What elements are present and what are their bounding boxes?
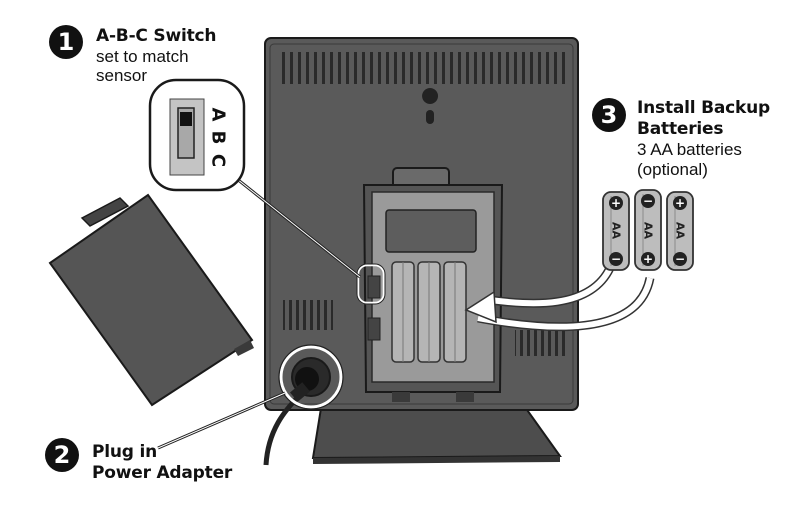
battery-1-bottom-terminal: − bbox=[609, 252, 623, 266]
plug-highlight bbox=[279, 345, 343, 409]
battery-3-bottom-terminal: − bbox=[673, 252, 687, 266]
battery-1-top-terminal: + bbox=[609, 196, 623, 210]
insert-arrows bbox=[464, 265, 655, 332]
battery-3-label: AA bbox=[673, 221, 687, 240]
left-vents bbox=[283, 300, 333, 330]
battery-2-top-terminal: − bbox=[641, 194, 655, 208]
battery-2-label: AA bbox=[641, 221, 655, 240]
right-vents bbox=[515, 330, 565, 356]
loose-batteries bbox=[602, 189, 694, 271]
step-3-title-line-2: Batteries bbox=[637, 119, 724, 139]
switch-letter-b: B bbox=[207, 130, 229, 145]
switch-letter-c: C bbox=[207, 153, 229, 168]
power-plug[interactable] bbox=[263, 357, 331, 466]
step-2-title-line-2: Power Adapter bbox=[92, 463, 233, 483]
step-3-title-line-1: Install Backup bbox=[637, 98, 771, 118]
step-1-title: A-B-C Switch bbox=[96, 26, 217, 46]
battery-3-top-terminal: + bbox=[673, 196, 687, 210]
switch-letter-a: A bbox=[207, 107, 229, 122]
step-3-sub-line-2: (optional) bbox=[637, 160, 708, 179]
step-1-sub-line-2: sensor bbox=[96, 66, 148, 85]
step-1-number: 1 bbox=[49, 25, 83, 59]
switch-highlight bbox=[356, 263, 386, 305]
abc-switch-callout bbox=[148, 78, 246, 192]
hanging-hole bbox=[422, 88, 439, 104]
abc-switch-small[interactable] bbox=[367, 275, 381, 299]
step-3-sub-line-1: 3 AA batteries bbox=[637, 140, 742, 159]
battery-compartment bbox=[362, 167, 504, 402]
top-vents bbox=[277, 52, 567, 84]
step-2-number: 2 bbox=[45, 438, 79, 472]
battery-1-label: AA bbox=[609, 221, 623, 240]
battery-door bbox=[48, 193, 254, 407]
switch-knob[interactable] bbox=[180, 112, 192, 126]
battery-2-bottom-terminal: + bbox=[641, 252, 655, 266]
step-2-title-line-1: Plug in bbox=[92, 442, 158, 462]
step-1-sub-line-1: set to match bbox=[96, 47, 189, 66]
step-3-number: 3 bbox=[592, 98, 626, 132]
stand bbox=[311, 398, 562, 464]
